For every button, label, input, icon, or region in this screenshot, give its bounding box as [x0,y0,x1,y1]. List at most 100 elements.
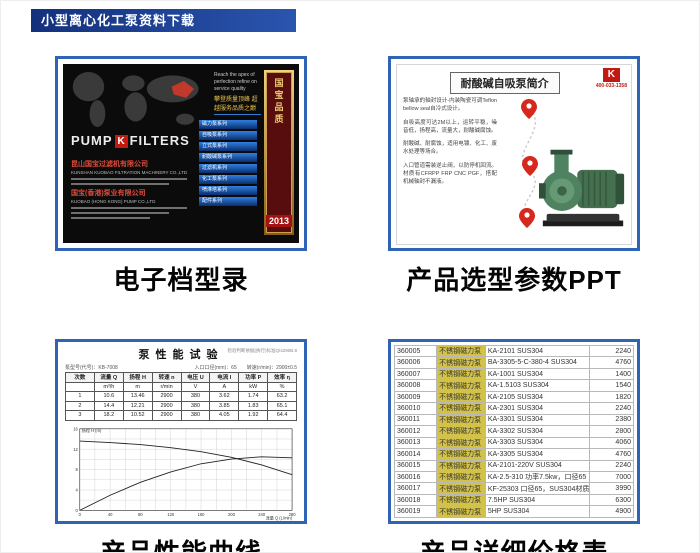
series-bar: 配件系列 [199,197,257,206]
pin-icon [521,99,537,119]
perf-title: 泵性能试验 [138,349,224,361]
price-code: 360010 [394,402,438,415]
svg-text:流量 Q (L/min): 流量 Q (L/min) [266,514,293,520]
price-category: 不锈钢磁力泵 [436,505,486,518]
tagline-en: Reach the apex of perfection refine on s… [214,72,257,92]
price-model: KF-25303 口径65，SUS304材质 [484,482,590,495]
ppt-slide: 耐酸碱自吸泵简介 K 400-033-1358 泵轴承的轴封设计-内装陶瓷可调T… [396,64,632,245]
svg-text:120: 120 [167,511,175,516]
price-code: 360009 [394,390,438,404]
price-category: 不锈钢磁力泵 [436,390,486,404]
price-model: KA-3302 SUS304 [484,425,590,438]
badge-year: 2013 [265,215,293,227]
price-code: 360013 [394,436,438,450]
price-value: 2800 [588,425,634,438]
price-model: KA-2301 SUS304 [484,402,590,415]
price-code: 360005 [394,345,438,358]
price-value: 4900 [588,505,634,518]
company1-details [71,178,203,185]
price-category: 不锈钢磁力泵 [436,459,486,473]
caption-price: 产品详细价格表 [419,538,609,553]
price-value: 1540 [588,379,634,392]
price-category: 不锈钢磁力泵 [436,367,486,381]
price-category: 不锈钢磁力泵 [436,356,486,369]
price-value: 6300 [588,493,634,507]
ppt-panel-link[interactable]: 耐酸碱自吸泵简介 K 400-033-1358 泵轴承的轴封设计-内装陶瓷可调T… [388,56,640,251]
price-category: 不锈钢磁力泵 [436,413,486,427]
price-code: 360019 [394,505,438,518]
pump-image [539,149,625,227]
price-value: 2240 [588,345,634,358]
series-bar: 立式泵系列 [199,142,257,151]
price-code: 360017 [394,482,438,495]
badge-text: 国宝品质 [273,78,284,126]
perf-notes: 泵型号(代号)：KB-7008 入口口径(mm)：65 转速(r/min)：29… [65,364,297,371]
ppt-body: 泵轴承的轴封设计-内装陶瓷可调Teflon bellow seal自冷式设计。自… [403,97,497,191]
ppt-paragraph: 自吸高度可达2M以上，运转平稳，噪音低，扬程高，流量大，耐酸碱腐蚀。 [403,119,497,134]
ppt-brand-logo: K 400-033-1358 [596,68,627,89]
section-title: 小型离心化工泵资料下载 [41,13,196,28]
price-value: 4760 [588,448,634,461]
series-bar: 磁力泵系列 [199,120,257,129]
price-category: 不锈钢磁力泵 [436,402,486,415]
series-bar: 喷淋塔系列 [199,186,257,195]
curve-panel-link[interactable]: 泵性能试验 检验判断依据(执行)标准Q/4290B.8 泵型号(代号)：KB-7… [55,339,307,524]
k-logo-icon: K [114,135,128,148]
brand-pump-text: PUMP [71,133,113,148]
price-value: 4760 [588,356,634,369]
price-model: KA-2101 SUS304 [484,345,590,358]
price-code: 360012 [394,425,438,438]
service-phone: 400-033-1358 [595,83,627,89]
price-value: 7000 [588,470,634,484]
gold-award-badge: 国宝品质 2013 [264,70,294,235]
svg-text:0: 0 [79,511,82,516]
price-category: 不锈钢磁力泵 [436,448,486,461]
price-category: 不锈钢磁力泵 [436,493,486,507]
price-value: 3990 [588,482,634,495]
company1-name-en: KUNSHAN KUOBAO FILTRATION MACHINERY CO.,… [71,170,188,175]
price-code: 360008 [394,379,438,392]
svg-text:40: 40 [108,511,113,516]
price-value: 2240 [588,459,634,473]
perf-standard-note: 检验判断依据(执行)标准Q/4290B.8 [227,348,297,353]
brand-filters-text: FILTERS [129,133,190,148]
pin-icon [522,156,538,176]
svg-text:280: 280 [289,511,297,516]
series-bar: 耐酸碱泵系列 [199,153,257,162]
price-model: 5HP SUS304 [484,505,590,518]
price-model: BA-3305-5-C-380-4 SUS304 [484,356,590,369]
price-category: 不锈钢磁力泵 [436,470,486,484]
price-model: KA-1001 SUS304 [484,367,590,381]
section-header: 小型离心化工泵资料下载 [31,9,296,32]
company-info-block: 昆山国宝过滤机有限公司 KUNSHAN KUOBAO FILTRATION MA… [71,156,203,222]
svg-text:240: 240 [258,511,266,516]
china-highlight [171,81,195,98]
price-model: KA-1.5103 SUS304 [484,379,590,392]
ppt-paragraph: 耐酸碱、耐腐蚀，适用电镀、化工、废水处理等场合。 [403,141,497,156]
price-code: 360011 [394,413,438,427]
price-model: KA-3301 SUS304 [484,413,590,427]
series-bar: 过滤机系列 [199,164,257,173]
svg-text:80: 80 [138,511,143,516]
